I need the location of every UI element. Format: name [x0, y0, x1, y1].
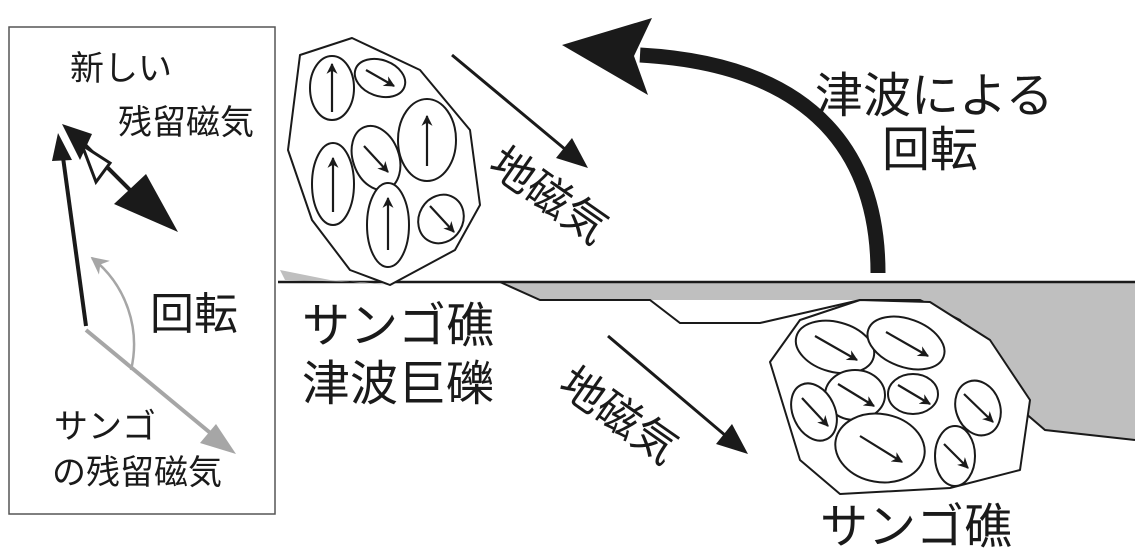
inset-panel: 新しい 残留磁気 回転 サンゴ の残留磁気	[8, 26, 276, 515]
sea-water	[500, 282, 1135, 440]
tsunami-rotation-label-line2: 回転	[882, 122, 978, 178]
reef-grain	[934, 425, 976, 487]
inset-rotation-arc	[90, 256, 136, 371]
boulder-grain	[311, 142, 355, 226]
new-remanence-label-line1: 新しい	[70, 49, 172, 89]
tsunami-rotation-label-line1: 津波による	[815, 68, 1054, 124]
boulder-grain	[309, 55, 355, 121]
new-remanence-label-line2: 残留磁気	[118, 103, 254, 143]
new-remanence-tilted-arrows	[62, 124, 178, 232]
coral-reef-block	[769, 299, 1031, 495]
geomagnetic-arrow-upper	[451, 53, 588, 168]
boulder-grain	[353, 57, 407, 99]
boulder-label-line1: サンゴ礁	[302, 298, 494, 354]
boulder-grain	[397, 98, 457, 182]
reef-grain	[887, 373, 939, 415]
reef-grain	[866, 315, 946, 371]
inset-rotation-label: 回転	[150, 289, 238, 340]
shore-wedge	[280, 270, 400, 286]
boulder-grain	[350, 125, 402, 191]
coral-remanence-label-line2: の残留磁気	[52, 453, 222, 493]
boulder-grain	[366, 182, 410, 268]
boulder-grain	[417, 193, 465, 245]
reef-grain	[794, 319, 876, 375]
reef-grain	[954, 379, 1002, 437]
boulder-label-line2: 津波巨礫	[302, 356, 494, 412]
inset-frame	[8, 26, 276, 515]
reef-label: サンゴ礁	[820, 499, 1012, 549]
geomagnetic-label-lower: 地磁気	[550, 357, 687, 474]
reef-grain	[834, 412, 926, 484]
coral-remanence-label-line1: サンゴ	[54, 407, 156, 447]
tsunami-boulder	[287, 37, 481, 286]
new-remanence-arrow	[52, 133, 88, 327]
coral-remanence-arrow	[84, 328, 236, 454]
tsunami-rotation-arrow	[562, 18, 886, 274]
geomagnetic-label-upper: 地磁気	[480, 137, 617, 254]
reef-grain	[790, 382, 838, 442]
geomagnetic-arrow-lower	[607, 334, 748, 454]
